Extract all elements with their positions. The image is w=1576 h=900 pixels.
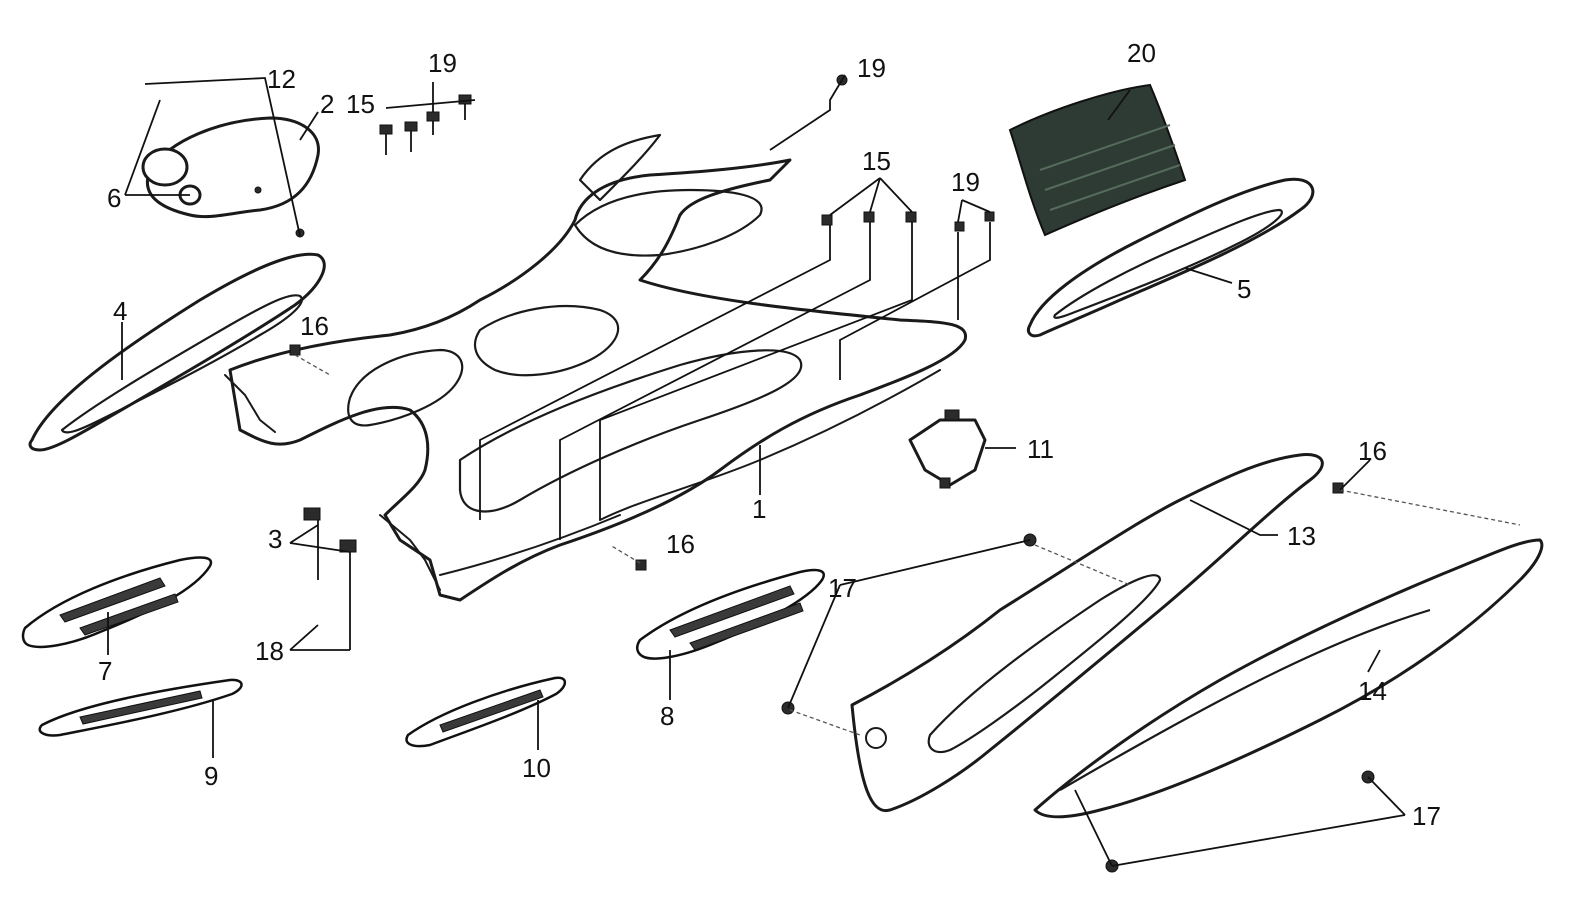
assembly-guides [294, 354, 1521, 736]
callout-17-lower: 17 [1412, 801, 1441, 831]
part-11-bracket [908, 409, 987, 489]
part-9-trim-strip [38, 678, 243, 737]
callout-5: 5 [1237, 274, 1251, 304]
part-5-right-side-cover [1026, 177, 1315, 338]
callout-6: 6 [107, 183, 121, 213]
leader-lines [107, 74, 1406, 867]
part-13-floor-side-cover [850, 453, 1324, 813]
callout-18: 18 [255, 636, 284, 666]
part-4-left-side-cover [28, 252, 326, 452]
part-3-clips [303, 507, 357, 650]
part-1-floor-panel [224, 133, 967, 602]
callout-11: 11 [1027, 434, 1054, 464]
fastener-markers [289, 74, 1375, 873]
callout-16-left: 16 [300, 311, 329, 341]
part-14-floor-side-cover [1033, 538, 1544, 819]
callout-17-upper: 17 [828, 573, 857, 603]
callout-16-right: 16 [1358, 436, 1387, 466]
callout-8: 8 [660, 701, 674, 731]
callout-15-top: 15 [346, 89, 375, 119]
callout-19-right: 19 [951, 167, 980, 197]
callout-19-left: 19 [428, 48, 457, 78]
callout-3: 3 [268, 524, 282, 554]
part-2-inner-cover [141, 116, 320, 238]
callout-19-middle: 19 [857, 53, 886, 83]
part-7-floor-mat [21, 556, 213, 649]
callout-15-middle: 15 [862, 146, 891, 176]
callout-13: 13 [1287, 521, 1316, 551]
callout-20: 20 [1127, 38, 1156, 68]
callout-2: 2 [320, 89, 334, 119]
callout-1: 1 [752, 494, 766, 524]
part-20-dark-cover [1008, 83, 1187, 237]
callout-14: 14 [1358, 676, 1387, 706]
callout-16-middle: 16 [666, 529, 695, 559]
callout-12: 12 [267, 64, 296, 94]
callout-7: 7 [98, 656, 112, 686]
part-10-trim-strip [405, 676, 567, 748]
part-8-floor-mat [636, 568, 825, 660]
callout-4: 4 [113, 296, 127, 326]
callout-9: 9 [204, 761, 218, 791]
callout-labels: 1 2 3 4 5 6 7 8 9 10 11 12 13 14 15 15 1… [98, 38, 1441, 831]
callout-10: 10 [522, 753, 551, 783]
